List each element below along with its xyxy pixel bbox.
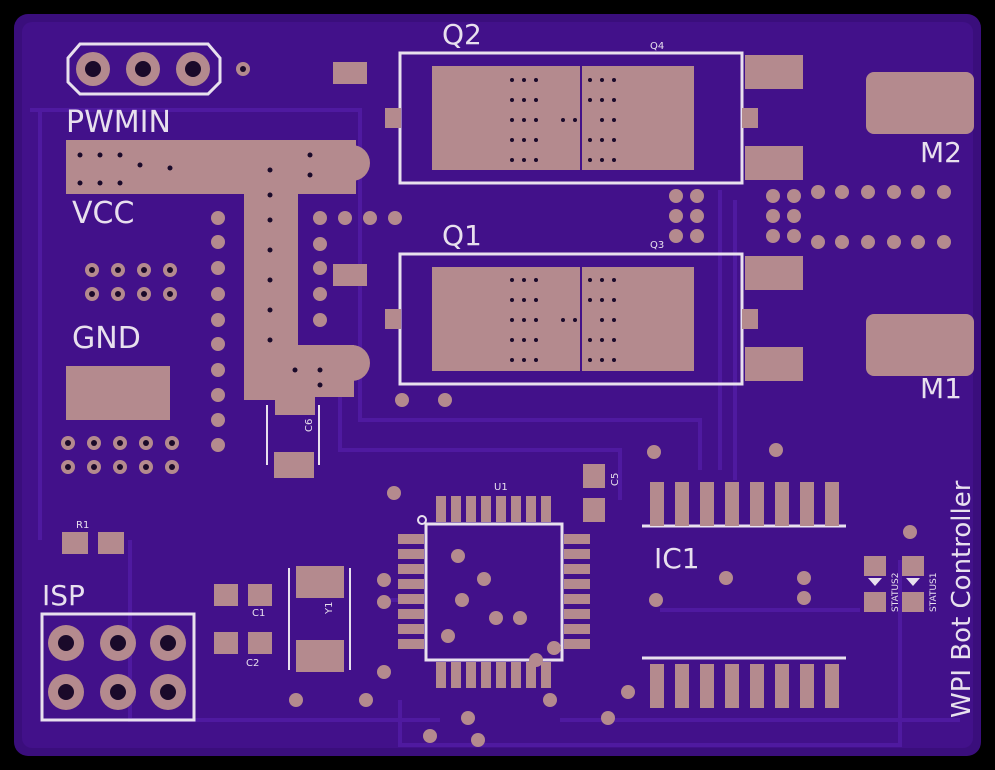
via-cluster-middle: [669, 185, 951, 249]
c5-label: C5: [610, 473, 621, 486]
q2-label: Q2: [442, 18, 482, 51]
c2-capacitor: C2: [214, 632, 272, 669]
status1-label: STATUS1: [929, 573, 939, 613]
status-leds: STATUS2 STATUS1: [864, 556, 939, 612]
status2-label: STATUS2: [891, 573, 901, 613]
c6-label: C6: [304, 419, 315, 432]
y1-crystal: Y1: [288, 566, 351, 672]
vcc-label: VCC: [72, 196, 134, 231]
y1-label: Y1: [324, 602, 335, 615]
c6-capacitor: C6: [266, 405, 320, 478]
m2-connector: M2: [866, 72, 974, 169]
q4-label: Q4: [650, 41, 664, 52]
q1-q3-mosfets: Q1 Q3: [333, 219, 803, 386]
c1-capacitor: C1: [214, 584, 272, 619]
q1-label: Q1: [442, 219, 482, 252]
r1-label: R1: [76, 520, 89, 531]
isp-label: ISP: [42, 579, 85, 612]
gnd-label: GND: [72, 321, 141, 356]
vcc-copper-area: [66, 140, 370, 415]
c1-label: C1: [252, 608, 265, 619]
via-grid-left: [61, 211, 452, 474]
via-scatter: [289, 443, 917, 747]
mosfet-vias: [510, 78, 616, 362]
m2-label: M2: [920, 136, 962, 169]
isp-header: [40, 612, 196, 722]
q2-q4-mosfets: Q2 Q4: [333, 18, 803, 185]
q3-label: Q3: [650, 240, 664, 251]
pwmin-header: [66, 42, 222, 96]
r1-resistor: R1: [62, 520, 124, 554]
u1-label: U1: [494, 482, 508, 493]
pwmin-label: PWMIN: [66, 105, 171, 140]
m1-label: M1: [920, 372, 962, 405]
m1-connector: M1: [866, 314, 974, 405]
gnd-pad: [66, 366, 170, 420]
u1-microcontroller: U1: [398, 482, 590, 688]
board-title: WPI Bot Controller: [947, 480, 977, 718]
c5-capacitor: C5: [583, 464, 621, 522]
c2-label: C2: [246, 658, 259, 669]
via-drills-left: [65, 267, 175, 470]
ic1-driver: IC1: [642, 482, 846, 708]
vcc-vias: [77, 152, 323, 388]
ic1-label: IC1: [654, 542, 700, 575]
